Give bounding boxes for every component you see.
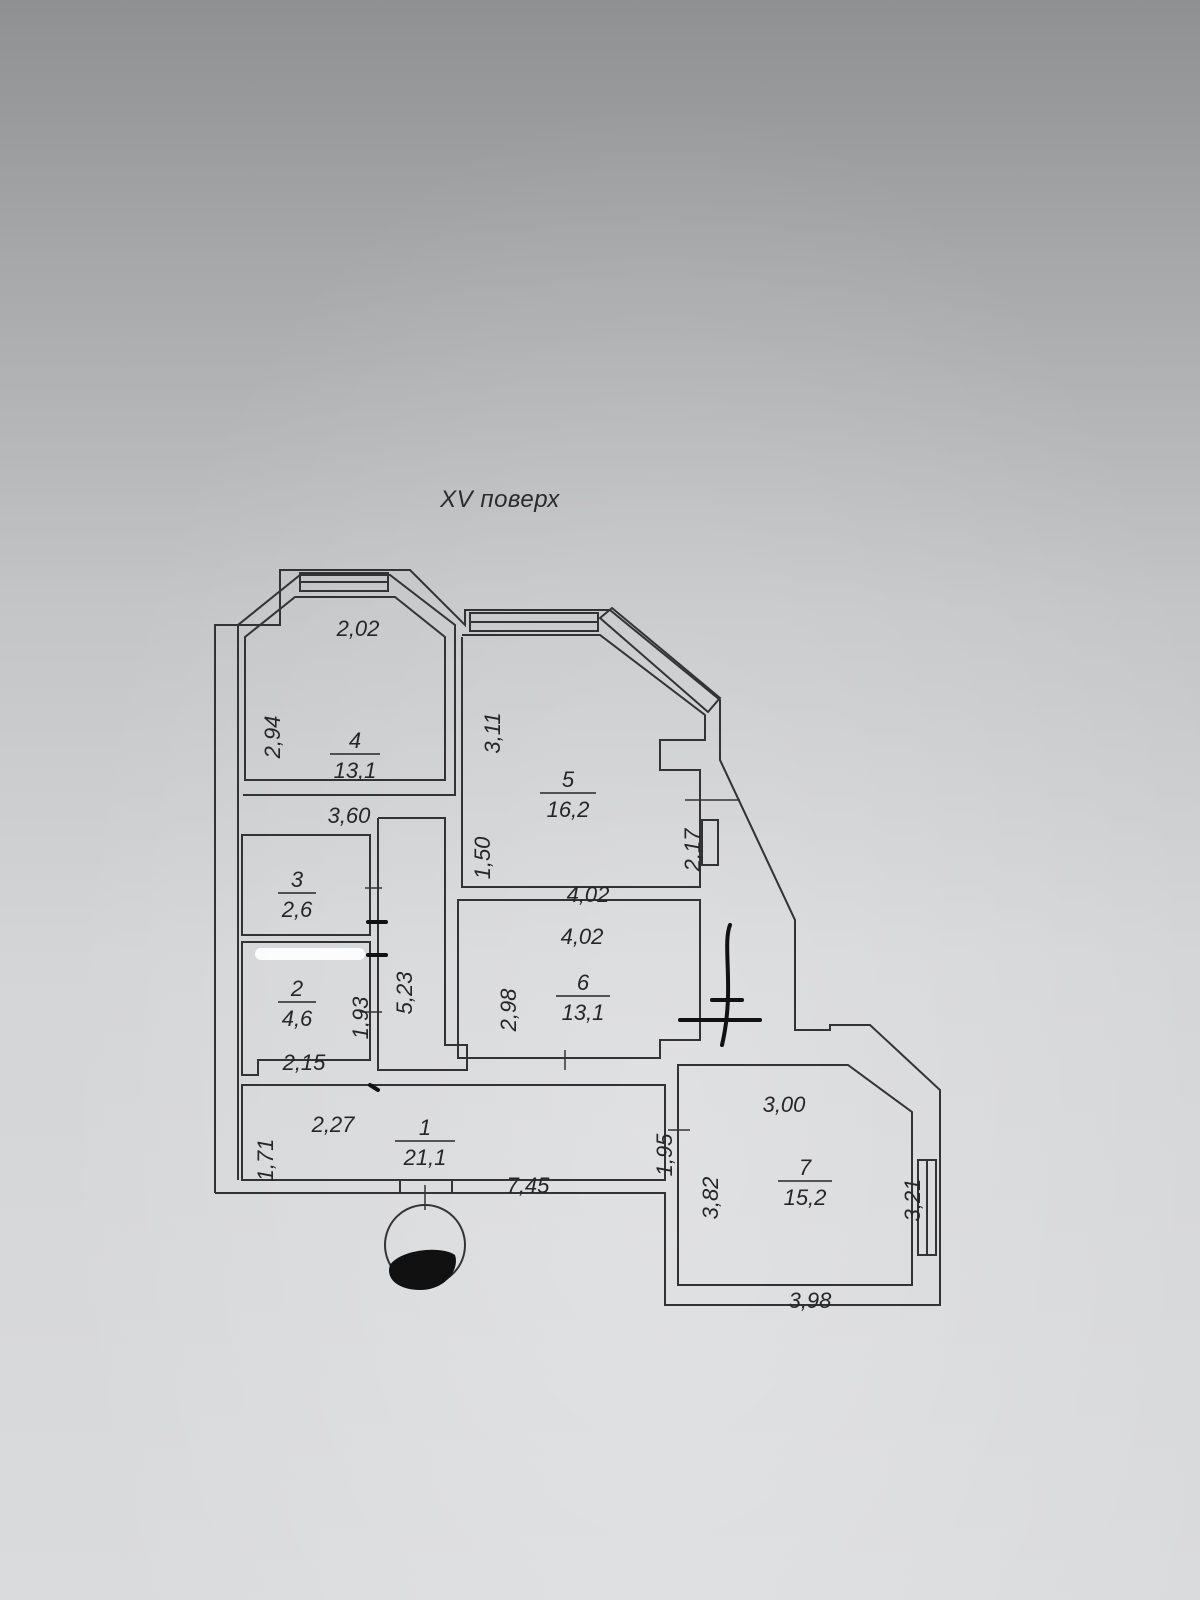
room-1-number: 1 [419,1115,431,1140]
dim-r6-top: 4,02 [561,924,604,949]
balcony-line [719,759,796,921]
dim-r2-left: 1,93 [348,996,373,1040]
marker-door-right [720,923,732,1047]
room-6-area: 13,1 [562,1000,605,1025]
dim-r5-bottom: 4,02 [567,882,610,907]
room-5-number: 5 [562,767,575,792]
dim-r7-right: 3,21 [900,1179,925,1222]
room-3-outline [241,834,371,936]
dim-r5-right: 2,17 [680,828,705,873]
room-4-outline [244,596,446,781]
corridor-outline [377,817,468,1071]
room-1-outline [241,1084,666,1181]
room-2-area: 4,6 [282,1006,313,1031]
dim-r6-left: 2,98 [496,988,521,1033]
dim-r1-left: 1,71 [253,1139,278,1182]
room-7-outline [677,1064,913,1286]
room-5-outline [461,634,706,888]
window-room-5-side [701,819,719,866]
dim-r1-bottom: 7,45 [507,1173,551,1198]
room-6-number: 6 [577,970,590,995]
room-4-area: 13,1 [334,758,377,783]
room-2-outline [241,941,371,1076]
dim-r3-left: 5,23 [392,971,417,1015]
room-5-area: 16,2 [547,797,590,822]
room-3-area: 2,6 [281,897,313,922]
dim-r1-right: 1,95 [652,1133,677,1177]
dim-r7-bottom: 3,98 [789,1288,833,1313]
redaction-bar [255,948,365,960]
room-1-area: 21,1 [403,1145,447,1170]
room-3-number: 3 [291,867,304,892]
window-room-5-bay [598,606,722,714]
marker-blot [389,1249,456,1290]
room-7-area: 15,2 [784,1185,827,1210]
dim-r7-left: 3,82 [698,1177,723,1220]
dim-r1-top: 2,27 [311,1112,356,1137]
room-2-number: 2 [290,976,303,1001]
dim-r4-left: 2,94 [260,716,285,760]
floor-title: XV поверх [440,486,560,513]
room-4-number: 4 [349,728,361,753]
room-7-number: 7 [799,1155,812,1180]
dim-r2-bottom: 2,15 [282,1050,327,1075]
dim-corr-150: 1,50 [470,836,495,880]
inner-wall [237,574,456,1180]
dim-r5-left: 3,11 [480,712,505,753]
dim-r7-top: 3,00 [763,1092,807,1117]
dim-r4-top: 2,02 [336,616,380,641]
room-6-outline [457,899,701,1059]
dim-r4-bottom: 3,60 [328,803,372,828]
